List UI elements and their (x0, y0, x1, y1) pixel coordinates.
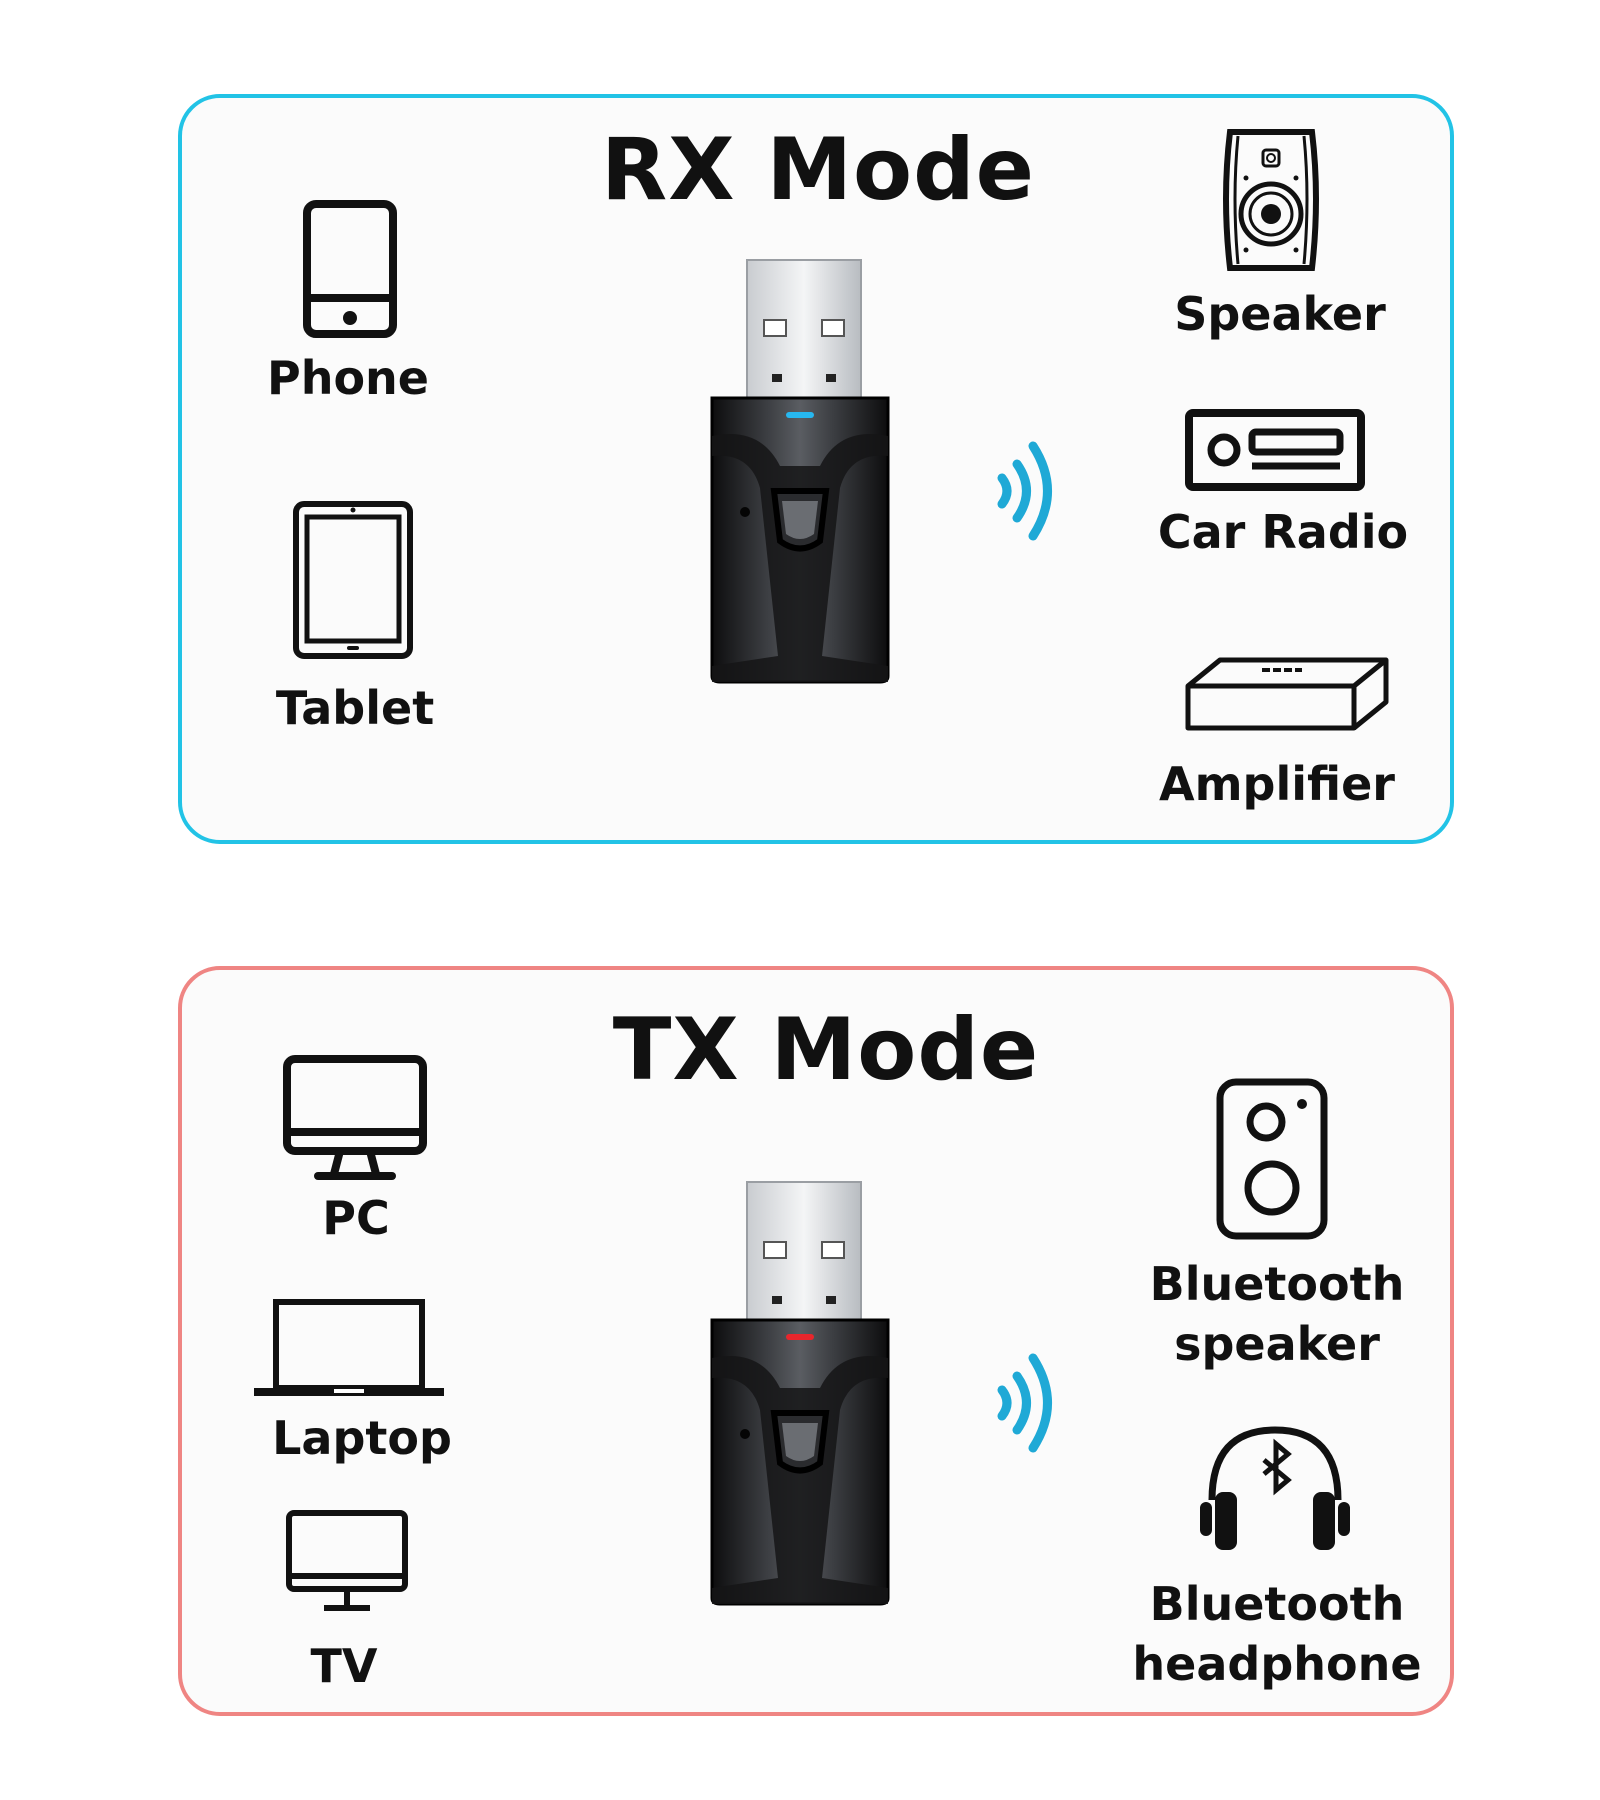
monitor-icon (283, 1055, 427, 1180)
laptop-icon (254, 1299, 444, 1396)
output-label-speaker: Speaker (1174, 287, 1386, 341)
source-label-pc: PC (322, 1191, 390, 1245)
car-radio-icon (1185, 409, 1365, 491)
bluetooth-speaker-icon (1216, 1078, 1328, 1240)
source-label-phone: Phone (266, 351, 430, 405)
output-label-amplifier: Amplifier (1159, 757, 1395, 811)
tv-icon (286, 1510, 408, 1611)
amplifier-icon (1185, 657, 1389, 731)
status-led-rx (786, 412, 814, 418)
output-label-car-radio: Car Radio (1157, 505, 1409, 559)
tx-mode-title: TX Mode (612, 1000, 1040, 1100)
phone-icon (303, 200, 397, 338)
speaker-cabinet-icon (1223, 129, 1319, 271)
source-label-laptop: Laptop (272, 1411, 452, 1465)
usb-dongle-rx (710, 259, 890, 684)
tablet-icon (293, 501, 413, 659)
wireless-signal-icon-tx (997, 1353, 1052, 1453)
usb-dongle-tx (710, 1181, 890, 1606)
rx-mode-title: RX Mode (600, 120, 1036, 220)
source-label-tv: TV (310, 1639, 378, 1693)
status-led-tx (786, 1334, 814, 1340)
wireless-signal-icon-rx (997, 441, 1052, 541)
source-label-tablet: Tablet (275, 681, 435, 735)
bluetooth-headphone-icon (1200, 1426, 1350, 1550)
